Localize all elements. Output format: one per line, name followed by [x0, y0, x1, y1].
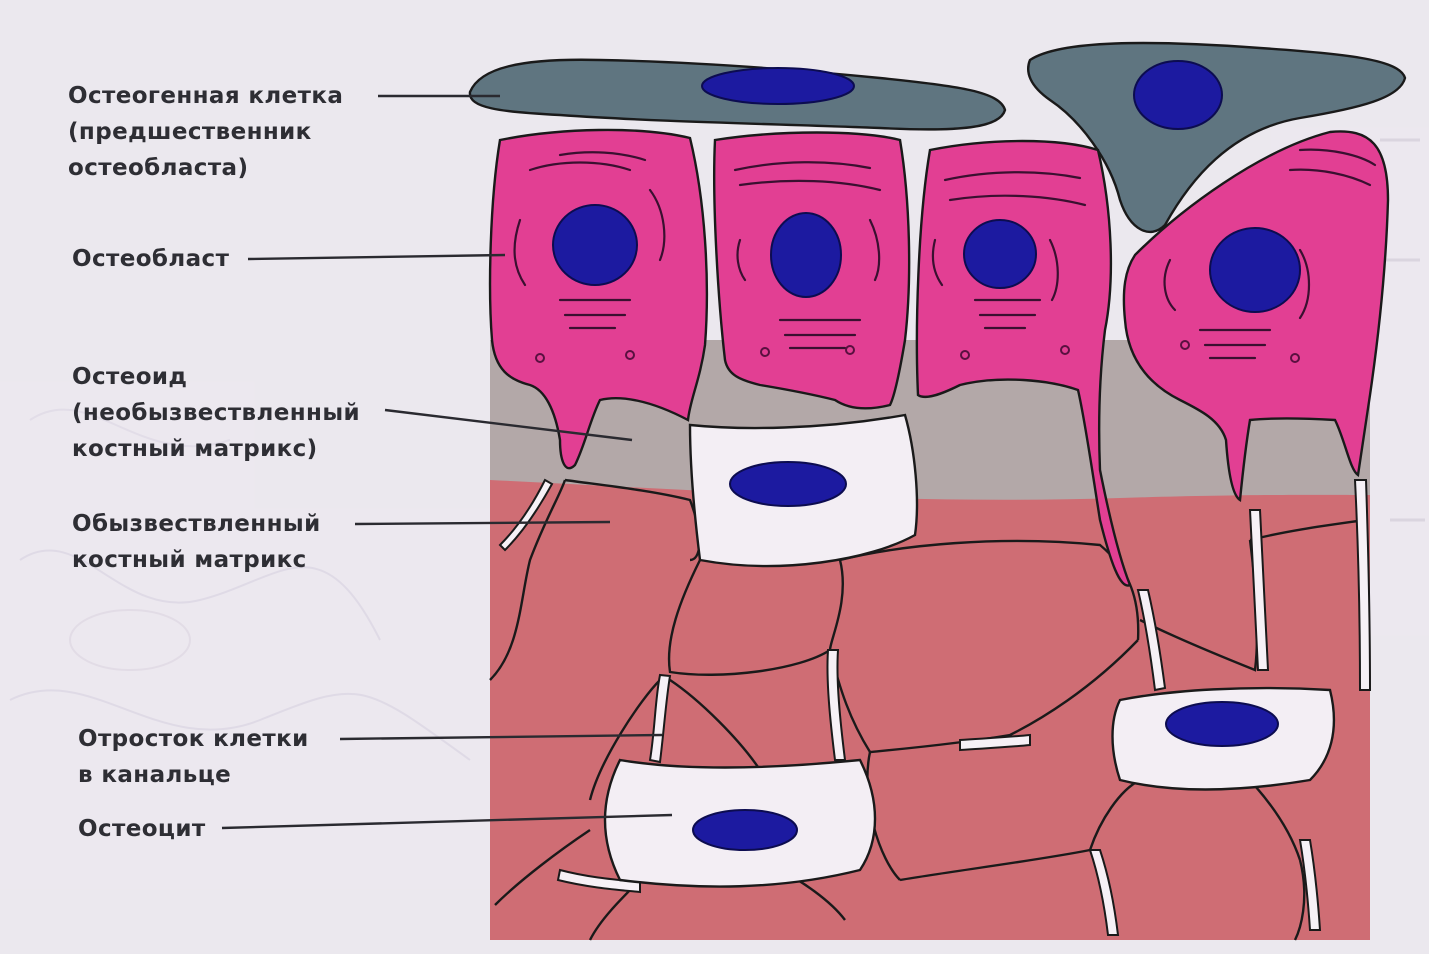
osteoblast-4-nucleus: [1210, 228, 1300, 312]
osteocyte-nucleus-lower: [693, 810, 797, 850]
osteogenic-cell-left-nucleus: [702, 68, 854, 104]
svg-text:(необызвествленный: (необызвествленный: [72, 400, 360, 426]
osteocyte-nucleus-right: [1166, 702, 1278, 746]
label-osteoblast: Остеобласт: [72, 246, 230, 272]
svg-text:Остеоид: Остеоид: [72, 364, 187, 390]
label-osteocyte: Остеоцит: [78, 816, 206, 842]
svg-text:Остеоцит: Остеоцит: [78, 816, 206, 842]
osteogenic-cell-right-nucleus: [1134, 61, 1222, 129]
svg-text:остеобласта): остеобласта): [68, 155, 248, 181]
svg-text:костный матрикс: костный матрикс: [72, 547, 307, 573]
osteoblast-2-nucleus: [771, 213, 841, 297]
svg-text:Остеогенная клетка: Остеогенная клетка: [68, 83, 343, 109]
svg-text:в канальце: в канальце: [78, 762, 231, 788]
osteocyte-nucleus-upper: [730, 462, 846, 506]
svg-text:Отросток клетки: Отросток клетки: [78, 726, 309, 752]
svg-text:Остеобласт: Остеобласт: [72, 246, 230, 272]
svg-text:(предшественник: (предшественник: [68, 119, 312, 145]
svg-text:Обызвествленный: Обызвествленный: [72, 511, 321, 537]
osteoblast-1-nucleus: [553, 205, 637, 285]
osteoblast-3-nucleus: [964, 220, 1036, 288]
svg-text:костный матрикс): костный матрикс): [72, 436, 318, 462]
